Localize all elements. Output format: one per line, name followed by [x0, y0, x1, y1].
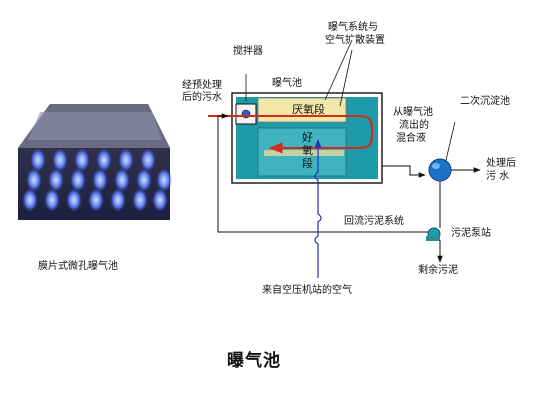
bubble-glow	[74, 148, 90, 172]
aeration-system-label-1: 曝气系统与	[328, 22, 378, 33]
membrane-aerator-photo	[18, 104, 172, 220]
excess-sludge-label: 剩余污泥	[418, 265, 458, 276]
from-tank-label-1: 从曝气池	[393, 107, 433, 118]
bubble-glow	[48, 168, 64, 192]
membrane-aerator-caption: 膜片式微孔曝气池	[38, 261, 118, 272]
aeration-system-label-2: 空气扩散装置	[325, 35, 385, 46]
bubble-glow	[110, 188, 126, 212]
bubble-glow	[92, 168, 108, 192]
bubble-glow	[26, 168, 42, 192]
bubble-glow	[136, 168, 152, 192]
bubble-glow	[52, 148, 68, 172]
aeration-tank-label: 曝气池	[272, 78, 302, 89]
bubble-glow	[44, 188, 60, 212]
bubble-glow	[88, 188, 104, 212]
bubble-glow	[156, 168, 172, 192]
bubble-glow	[140, 148, 156, 172]
anoxic-zone-label: 厌氧段	[292, 103, 325, 116]
treated-water-label-2: 污 水	[486, 171, 510, 182]
bubble-glow	[30, 148, 46, 172]
sludge-pump-icon	[426, 227, 441, 241]
anoxic-zone-box	[257, 97, 347, 123]
sludge-pump-label: 污泥泵站	[451, 228, 491, 239]
treated-water-label-1: 处理后	[486, 158, 516, 169]
pretreated-label-2: 后的污水	[182, 92, 222, 103]
bubble-glow	[132, 188, 148, 212]
page-title: 曝气池	[227, 351, 281, 371]
bubble-glow	[70, 168, 86, 192]
pretreated-label-1: 经预处理	[182, 80, 222, 91]
from-tank-label-3: 混合液	[396, 133, 426, 144]
return-sludge-label: 回流污泥系统	[344, 216, 404, 227]
bubble-glow	[114, 168, 130, 192]
compressor-air-label: 来自空压机站的空气	[262, 285, 352, 296]
aerobic-zone-label: 好氧段	[302, 131, 313, 170]
secondary-clarifier-label: 二次沉淀池	[460, 96, 510, 107]
aeration-tank-outline	[231, 92, 383, 184]
from-tank-label-2: 流出的	[399, 120, 429, 131]
bubble-glow	[152, 188, 168, 212]
mixer-label: 搅拌器	[233, 46, 263, 57]
return-sludge-line	[217, 113, 440, 233]
air-supply-line	[314, 139, 322, 278]
mixed-liquor-line	[382, 165, 426, 178]
bubble-glow	[66, 188, 82, 212]
bubble-glow	[96, 148, 112, 172]
secondary-clarifier-icon	[428, 158, 452, 182]
inflow-pipe	[208, 115, 373, 154]
bubble-glow	[22, 188, 38, 212]
bubble-glow	[118, 148, 134, 172]
